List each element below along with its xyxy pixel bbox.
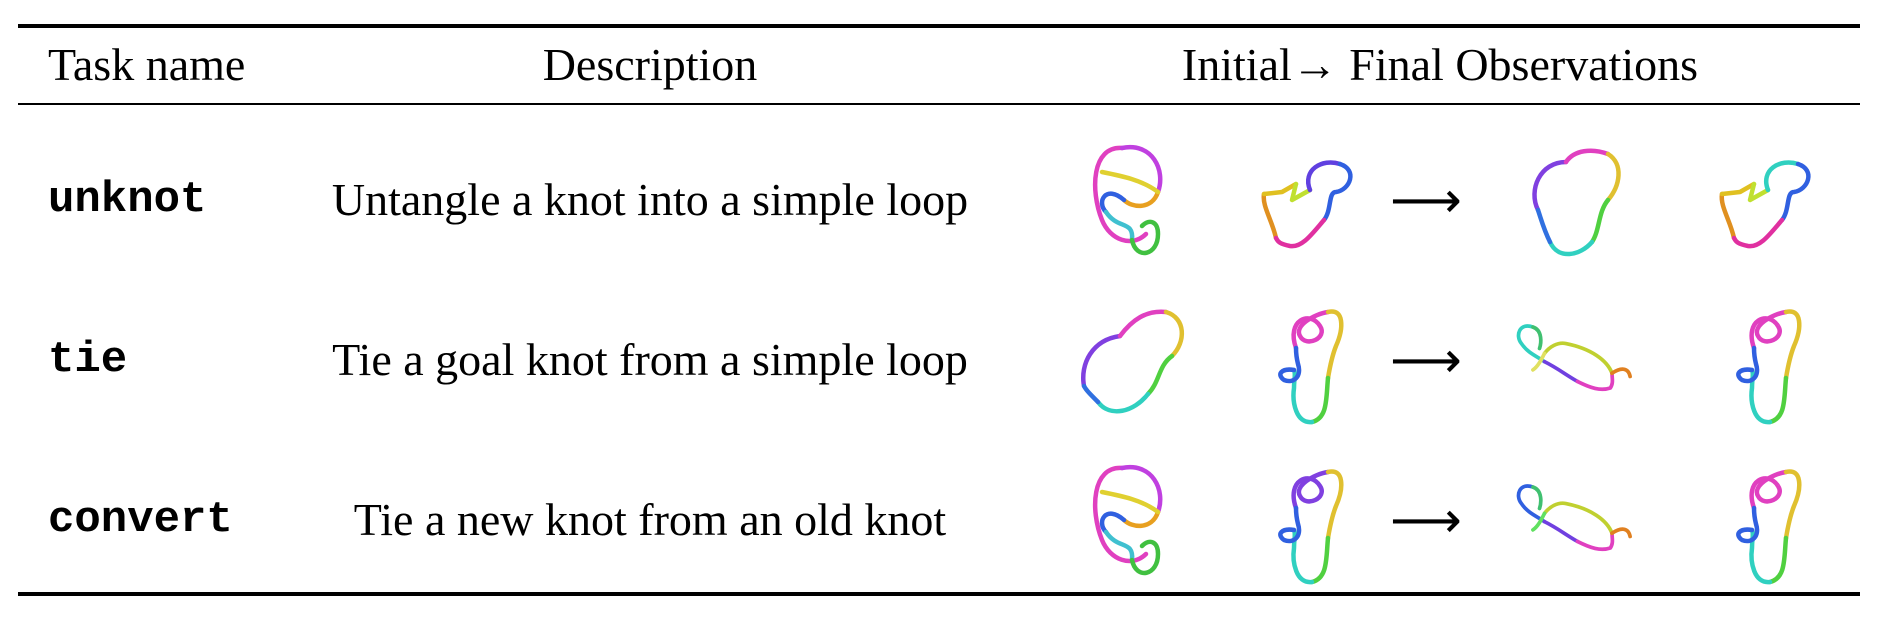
goal-knot-side-view-image [1736,309,1802,425]
transition-arrow: ⟶ [1390,331,1462,389]
loop-front-view-image [1532,148,1621,257]
table-header-rule [18,103,1860,105]
knot-front-view-image [1092,144,1163,256]
header-description: Description [542,39,758,90]
task-description: Tie a goal knot from a simple loop [332,334,968,385]
task-name: unknot [48,175,207,225]
new-knot-side-view-image [1736,469,1802,585]
goal-knot-front-view-image [1516,324,1632,392]
header-observations: Initial→ Final Observations [1181,39,1699,90]
table-bottom-rule [18,592,1860,596]
loop-side-view-image [1719,160,1811,249]
transition-arrow: ⟶ [1390,171,1462,229]
transition-arrow: ⟶ [1390,491,1462,549]
knot-front-view-image [1092,464,1163,576]
knot-side-view-image [1261,160,1353,249]
table-row: tie Tie a goal knot from a simple loop ⟶ [0,280,1882,440]
task-description: Tie a new knot from an old knot [353,494,947,545]
loop-front-view-image [1081,309,1185,414]
knot-side-view-image [1278,469,1344,585]
table-top-rule [18,24,1860,28]
header-task-name: Task name [48,39,246,90]
task-name: tie [48,335,128,385]
task-description: Untangle a knot into a simple loop [331,174,969,225]
task-name: convert [48,495,233,545]
table-row: convert Tie a new knot from an old knot … [0,440,1882,600]
table-row: unknot Untangle a knot into a simple loo… [0,120,1882,280]
goal-knot-side-view-image [1278,309,1344,425]
new-knot-front-view-image [1516,484,1632,552]
